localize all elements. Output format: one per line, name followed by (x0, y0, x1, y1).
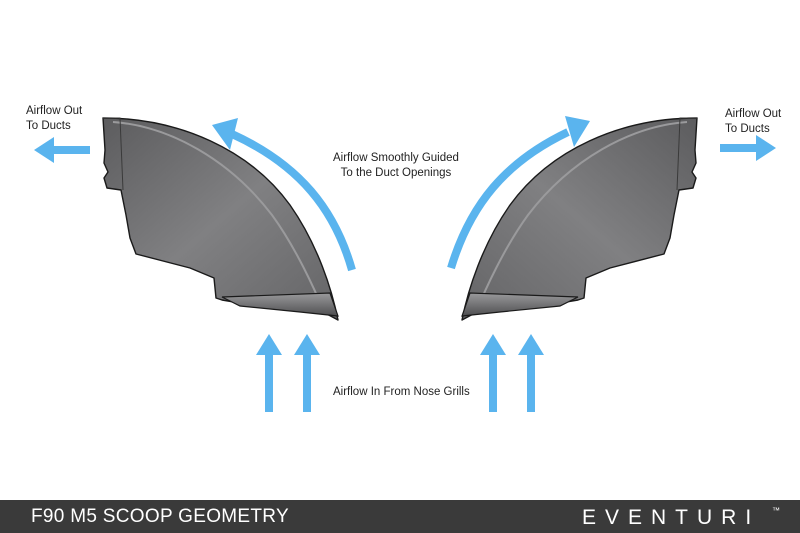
airflow-in-right-arrow-1 (480, 334, 506, 412)
airflow-in-right-arrow-2 (518, 334, 544, 412)
airflow-in-label: Airflow In From Nose Grills (333, 386, 470, 398)
airflow-guided-left-arrow (212, 118, 356, 272)
airflow-out-right-label: Airflow Out To Ducts (725, 108, 782, 135)
left-scoop (102, 117, 339, 321)
airflow-guided-label: Airflow Smoothly Guided To the Duct Open… (333, 152, 459, 179)
airflow-out-left-arrow (34, 137, 90, 163)
right-scoop (461, 117, 698, 321)
airflow-in-left-arrow-1 (256, 334, 282, 412)
airflow-in-left-arrow-2 (294, 334, 320, 412)
brand-text: EVENTURI (582, 506, 760, 529)
footer-bar: F90 M5 SCOOP GEOMETRY EVENTURI ™ (0, 500, 800, 533)
trademark-mark: ™ (772, 506, 780, 515)
footer-title: F90 M5 SCOOP GEOMETRY (31, 506, 289, 527)
airflow-guided-right-arrow (447, 116, 590, 270)
scoop-diagram (34, 116, 776, 412)
eventuri-logo: EVENTURI ™ (582, 506, 780, 529)
airflow-out-left-label: Airflow Out To Ducts (26, 105, 83, 132)
airflow-out-right-arrow (720, 135, 776, 161)
